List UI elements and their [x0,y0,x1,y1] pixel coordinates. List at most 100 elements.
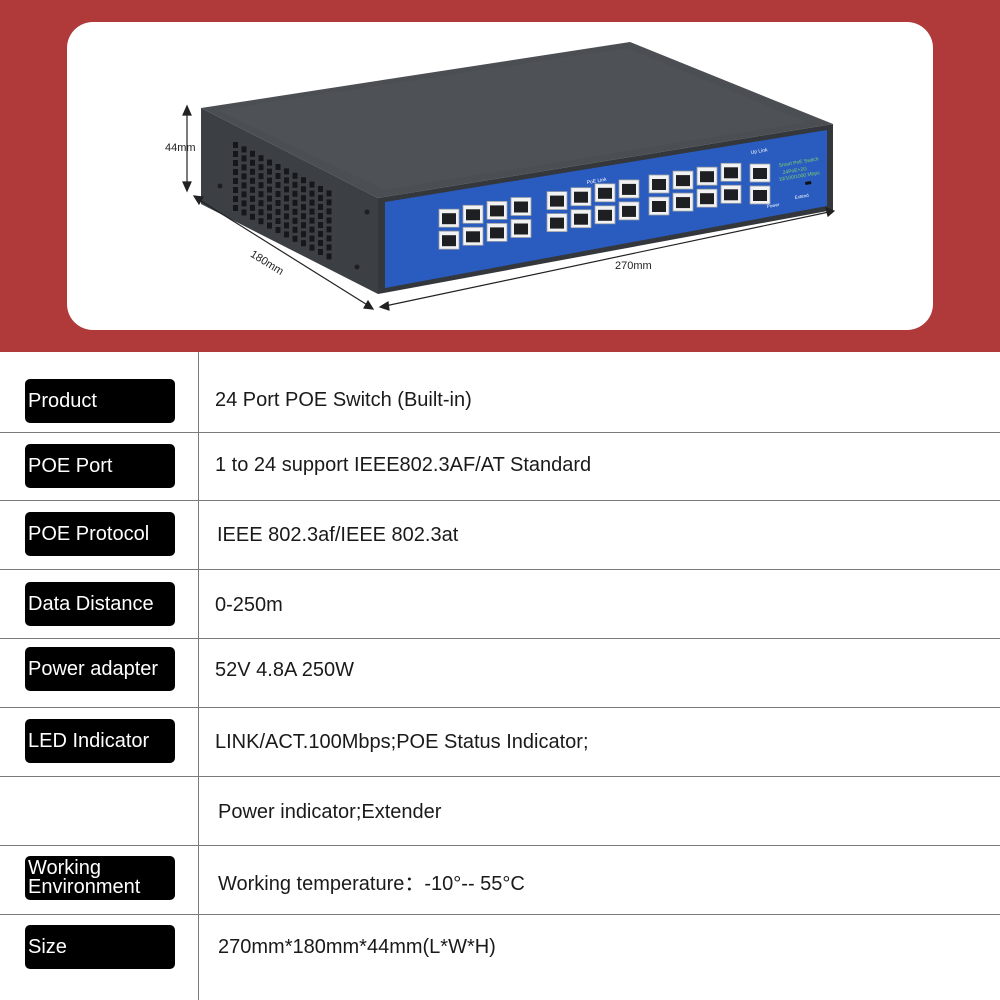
vent-slot [258,164,264,171]
vent-slot [292,199,298,206]
vent-slot [284,204,289,211]
vent-slot [309,235,315,242]
vent-slot [284,195,289,202]
spec-label-working-environment: Working Environment [25,856,175,900]
poe-link-label: PoE Link [586,177,607,186]
vent-slot [275,200,281,206]
vent-slot [233,151,238,157]
vent-slot [250,213,255,220]
spec-value-led-indicator-cont: Power indicator;Extender [218,801,442,823]
spec-label-line2: Environment [28,876,141,898]
depth-dimension: 180mm [248,248,285,278]
vent-slot [233,205,238,211]
vent-slot [250,204,255,211]
vent-slot [326,253,332,260]
vent-slot [284,177,289,184]
ethernet-port-socket [724,189,738,201]
vent-slot [318,186,323,192]
vent-slot [275,209,281,215]
column-divider [198,352,199,1000]
vent-slot [309,217,315,224]
vent-slot [301,177,306,184]
vent-slot [301,240,306,247]
row-divider [0,432,1000,433]
vent-slot [275,182,281,188]
vent-slot [258,173,264,180]
vent-slot [301,231,306,238]
vent-slot [267,168,272,175]
vent-slot [250,150,255,157]
ethernet-port-socket [598,187,612,199]
vent-slot [267,222,272,229]
hero-banner: PoE Link Up Link Smart PoE Switch 24PoE+… [0,0,1000,352]
width-dimension: 270mm [615,260,652,272]
vent-slot [326,226,332,233]
dimension-lines [182,104,836,311]
uplink-label: Up Link [750,147,768,156]
vent-slot [233,196,238,202]
vent-slot [275,218,281,224]
ethernet-port-socket [466,209,480,221]
ethernet-port-socket [622,183,636,195]
vent-slot [309,226,315,233]
vent-slot [284,222,289,229]
spec-label-poe-port: POE Port [25,444,175,488]
ethernet-port-socket [652,201,666,212]
vent-slot [275,227,281,233]
ethernet-port-socket [753,168,767,179]
height-dimension: 44mm [165,142,196,154]
vent-slot [301,195,306,202]
vent-slot [309,190,315,197]
vent-slot [258,218,264,225]
vent-slot [258,209,264,216]
vent-slot [258,155,264,162]
row-divider [0,638,1000,639]
vent-slot [309,244,315,251]
row-divider [0,914,1000,915]
screw [354,264,360,270]
row-divider [0,569,1000,570]
spec-value-power-adapter: 52V 4.8A 250W [215,659,354,681]
vent-slot [250,168,255,175]
ethernet-port-socket [700,193,714,205]
ethernet-port-socket [442,235,456,247]
vent-slot [241,200,247,207]
vent-slot [318,240,323,246]
vent-slot [233,169,238,175]
spec-table: Product 24 Port POE Switch (Built-in) PO… [0,352,1000,1000]
ethernet-port-socket [490,205,504,217]
vent-slot [233,160,238,166]
vent-slot [267,186,272,193]
ethernet-port-socket [598,209,612,221]
vent-slot [309,199,315,206]
extend-switch [805,181,812,185]
ethernet-port-socket [574,191,588,203]
vent-slot [284,168,289,175]
vent-slot [292,181,298,188]
spec-value-data-distance: 0-250m [215,594,283,616]
ethernet-port-socket [724,167,738,179]
vent-slot [301,204,306,211]
switch-left-side [201,108,378,294]
ethernet-port-socket [676,175,690,187]
vent-slot [326,208,332,215]
vent-slot [318,195,323,201]
vent-slot [233,178,238,184]
vent-slot [275,191,281,197]
vent-slot [284,213,289,220]
spec-value-product: 24 Port POE Switch (Built-in) [215,389,472,411]
spec-label-poe-protocol: POE Protocol [25,512,175,556]
product-photo-card: PoE Link Up Link Smart PoE Switch 24PoE+… [67,22,933,330]
screw [364,209,370,215]
vent-slot [326,244,332,251]
vent-slot [241,182,247,189]
vent-slot [258,191,264,198]
screw [217,183,223,189]
ethernet-port-socket [574,213,588,225]
vent-slot [241,173,247,180]
vent-grid [233,142,332,260]
ethernet-port-socket [466,231,480,243]
spec-label-led-indicator: LED Indicator [25,719,175,763]
ethernet-port-socket [652,179,666,190]
vent-slot [233,187,238,193]
